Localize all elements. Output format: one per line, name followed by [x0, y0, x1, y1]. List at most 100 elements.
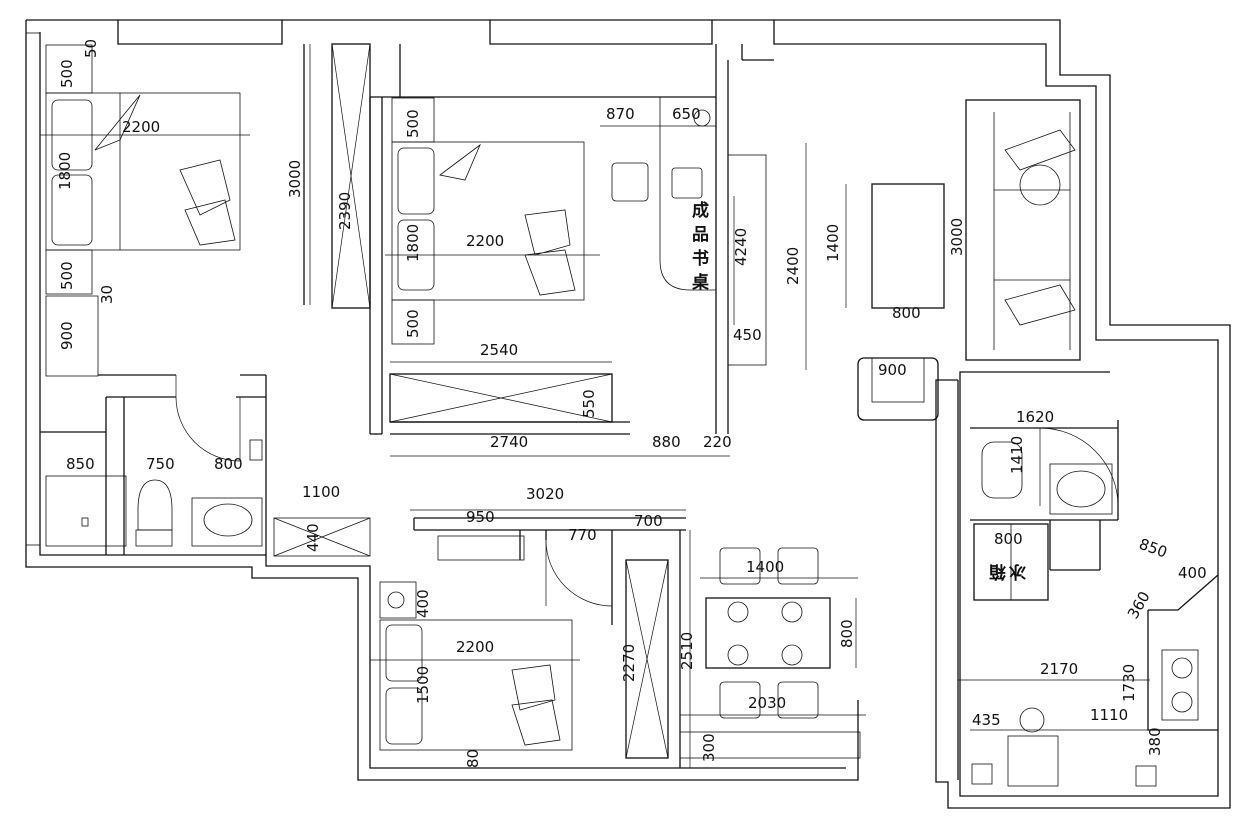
pillows — [179, 159, 236, 246]
dim-bed3-len: 2200 — [456, 638, 494, 656]
tv-cabinet — [727, 154, 767, 366]
cabinet-1100 — [273, 517, 371, 557]
kitchen — [958, 441, 1219, 787]
doors — [175, 375, 1119, 607]
dim-nightstand2-top: 500 — [404, 109, 422, 138]
dim-table1400: 1400 — [824, 224, 842, 262]
dim-b1100: 1100 — [302, 483, 340, 501]
dim-ns3-400: 400 — [414, 589, 432, 618]
wardrobe-2390 — [331, 43, 371, 309]
dim-w220: 220 — [703, 433, 732, 451]
dim-k1620: 1620 — [1016, 408, 1054, 426]
wardrobe-2540 — [389, 373, 613, 423]
dim-wardrobe2390: 2390 — [336, 192, 354, 230]
dim-k1410: 1410 — [1008, 436, 1026, 474]
dim-wardrobe2270: 2270 — [620, 644, 638, 682]
dim-bed3-width: 1500 — [414, 666, 432, 704]
toilet — [137, 479, 173, 531]
dim-k2170: 2170 — [1040, 660, 1078, 678]
dim-bed1-len: 2200 — [122, 118, 160, 136]
room-labels: 成 品 书 桌 冰 箱 — [692, 200, 1026, 582]
dim-d800: 800 — [838, 619, 856, 648]
dim-w2510: 2510 — [678, 632, 696, 670]
cabinet — [45, 295, 99, 377]
fridge-label-char-2: 箱 — [989, 561, 1006, 582]
dim-gap30: 30 — [98, 285, 116, 304]
dim-w300: 300 — [700, 733, 718, 762]
desk — [659, 96, 717, 291]
sofa — [965, 99, 1081, 361]
dim-k1110: 1110 — [1090, 706, 1128, 724]
dim-k435: 435 — [972, 711, 1001, 729]
dim-bed1-width: 1800 — [56, 152, 74, 190]
bed-1 — [45, 92, 241, 251]
cooktop — [1161, 649, 1199, 721]
coffee-table — [871, 183, 945, 309]
sink — [1007, 735, 1059, 787]
fridge-label-char-1: 冰 — [1008, 561, 1026, 582]
dim-r950: 950 — [466, 508, 495, 526]
dim-k1730: 1730 — [1120, 664, 1138, 702]
dining-table — [705, 597, 831, 669]
dim-r770: 770 — [568, 526, 597, 544]
dim-k800: 800 — [994, 530, 1023, 548]
desk-label-char-2: 品 — [692, 225, 709, 245]
dining — [679, 547, 861, 759]
dim-k850: 850 — [1137, 535, 1170, 562]
toilet-2 — [981, 441, 1023, 499]
dim-cabinet900: 900 — [58, 321, 76, 350]
dim-w2030: 2030 — [748, 694, 786, 712]
dim-w880: 880 — [652, 433, 681, 451]
shower-area — [45, 475, 127, 547]
dim-b800: 800 — [214, 455, 243, 473]
wardrobe-2270 — [625, 559, 669, 759]
inner-walls — [40, 44, 1119, 780]
washbasin-2 — [1049, 463, 1113, 515]
dim-r700: 700 — [634, 512, 663, 530]
bedroom-1 — [40, 44, 250, 377]
dim-nightstand1-bot: 500 — [58, 261, 76, 290]
living-room — [727, 99, 1081, 421]
dim-nightstand1-top: 500 — [58, 59, 76, 88]
dim-nightstand2-bot: 500 — [404, 309, 422, 338]
bed-3 — [379, 619, 573, 751]
dim-r3020: 3020 — [526, 485, 564, 503]
desk-label-char-3: 书 — [692, 249, 709, 269]
dim-w2740: 2740 — [490, 433, 528, 451]
dim-tv450: 450 — [733, 326, 762, 344]
desk-chair — [611, 162, 649, 202]
bedroom-2 — [385, 96, 717, 423]
dim-gap50: 50 — [82, 39, 100, 58]
dim-table800: 800 — [892, 304, 921, 322]
dimension-lines — [309, 44, 866, 768]
dim-w2540: 2540 — [480, 341, 518, 359]
dim-b850: 850 — [66, 455, 95, 473]
dim-k400: 400 — [1178, 564, 1207, 582]
dim-k380: 380 — [1146, 727, 1164, 756]
dim-d1400: 1400 — [746, 558, 784, 576]
desk-label-char-1: 成 — [692, 200, 709, 221]
dimension-texts: 2200 1800 500 500 50 30 900 3000 2390 50… — [56, 39, 1207, 768]
dim-tv2400: 2400 — [784, 247, 802, 285]
bathroom-1 — [45, 439, 371, 557]
nightstand-3 — [379, 581, 417, 619]
dim-w550: 550 — [580, 389, 598, 418]
dim-bed2-width: 1800 — [404, 224, 422, 262]
dim-gap80: 80 — [464, 749, 482, 768]
dim-desk870: 870 — [606, 105, 635, 123]
dim-wall3000: 3000 — [286, 160, 304, 198]
dim-sofa3000: 3000 — [948, 218, 966, 256]
sideboard — [679, 731, 861, 759]
dim-b750: 750 — [146, 455, 175, 473]
dim-k360: 360 — [1124, 588, 1154, 622]
bed-2 — [391, 141, 585, 301]
dim-bed2-len: 2200 — [466, 232, 504, 250]
dim-b440: 440 — [304, 523, 322, 552]
desk-label-char-4: 桌 — [692, 273, 710, 293]
washbasin — [191, 497, 263, 547]
bedroom-3 — [370, 535, 669, 759]
outer-walls — [25, 19, 1231, 809]
dim-tv4240: 4240 — [732, 228, 750, 266]
dim-desk650: 650 — [672, 105, 701, 123]
